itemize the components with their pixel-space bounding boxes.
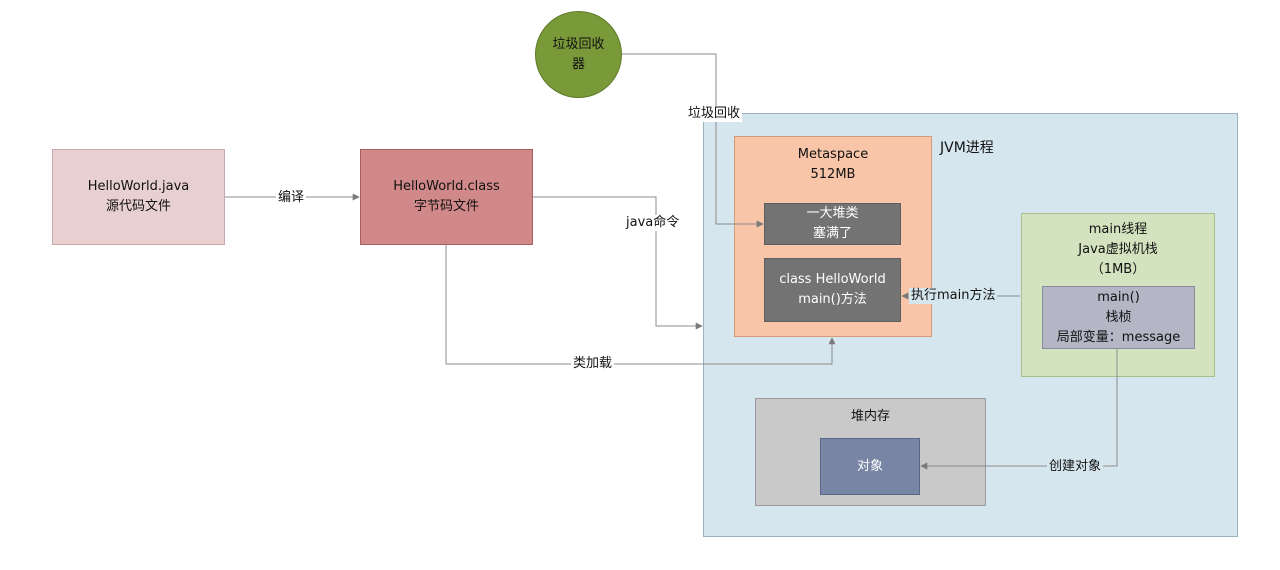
source-file-name: HelloWorld.java [87, 179, 190, 194]
classes-full-line2: 塞满了 [812, 226, 852, 241]
helloworld-main-method: main()方法 [798, 292, 867, 307]
jvm-process-title: JVM进程 [938, 140, 996, 156]
edge-label-gc: 垃圾回收 [686, 106, 743, 122]
metaspace-label: Metaspace [797, 147, 869, 162]
classes-full-line1: 一大堆类 [806, 206, 859, 221]
edge-label-create-object: 创建对象 [1047, 459, 1104, 475]
edge-label-exec-main: 执行main方法 [909, 288, 998, 304]
stack-frame-box: main() 栈桢 局部变量：message [1042, 286, 1195, 349]
edge-gc [622, 53, 764, 228]
stack-frame-label: 栈桢 [1105, 309, 1132, 325]
edge-label-class-load: 类加载 [571, 356, 615, 372]
source-file-box: HelloWorld.java 源代码文件 [52, 149, 225, 245]
garbage-collector-line1: 垃圾回收 [552, 36, 605, 52]
class-file-name: HelloWorld.class [393, 179, 500, 194]
edge-create-object [920, 349, 1118, 470]
helloworld-class-name: class HelloWorld [779, 272, 886, 287]
object-label: 对象 [856, 458, 883, 474]
jvm-stack-label: Java虚拟机栈 [1078, 242, 1158, 257]
edge-label-compile: 编译 [276, 190, 307, 206]
garbage-collector-node: 垃圾回收 器 [535, 11, 622, 98]
edge-java-command [533, 196, 703, 330]
source-file-desc: 源代码文件 [105, 199, 171, 214]
stack-frame-method: main() [1097, 289, 1140, 305]
stack-size-label: （1MB） [1090, 262, 1146, 277]
garbage-collector-line2: 器 [571, 56, 585, 72]
main-thread-label: main线程 [1088, 222, 1148, 237]
class-file-box: HelloWorld.class 字节码文件 [360, 149, 533, 245]
helloworld-class-box: class HelloWorld main()方法 [764, 258, 901, 322]
edge-class-load [445, 245, 836, 365]
local-variable-label: 局部变量：message [1056, 329, 1181, 345]
heap-title: 堆内存 [850, 409, 890, 424]
edge-label-java-command: java命令 [624, 215, 682, 231]
class-file-desc: 字节码文件 [413, 199, 479, 214]
metaspace-size: 512MB [810, 167, 856, 182]
classes-full-box: 一大堆类 塞满了 [764, 203, 901, 245]
object-box: 对象 [820, 438, 920, 495]
